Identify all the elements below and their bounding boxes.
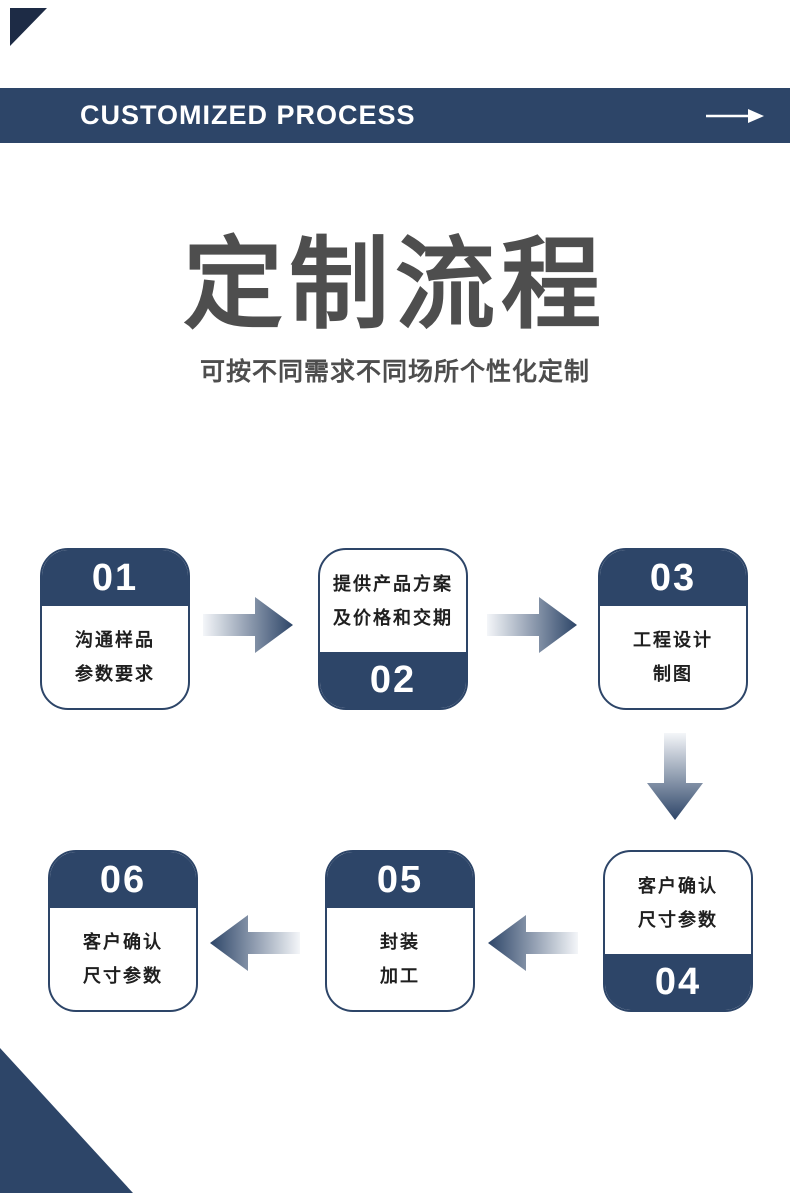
header-title: CUSTOMIZED PROCESS bbox=[80, 100, 416, 130]
arrow-left-icon bbox=[488, 915, 578, 971]
step-description: 提供产品方案 及价格和交期 bbox=[320, 550, 466, 652]
step-line: 提供产品方案 bbox=[333, 574, 453, 594]
step-number: 02 bbox=[320, 652, 466, 708]
step-line: 加工 bbox=[380, 966, 420, 986]
step-number: 05 bbox=[327, 852, 473, 908]
step-description: 沟通样品 参数要求 bbox=[42, 606, 188, 708]
arrow-down-icon bbox=[647, 733, 703, 820]
step-number: 03 bbox=[600, 550, 746, 606]
step-description: 客户确认 尺寸参数 bbox=[50, 908, 196, 1010]
step-number: 06 bbox=[50, 852, 196, 908]
step-box-06: 06 客户确认 尺寸参数 bbox=[48, 850, 198, 1012]
step-box-02: 提供产品方案 及价格和交期 02 bbox=[318, 548, 468, 710]
page-title: 定制流程 bbox=[183, 229, 607, 341]
step-line: 尺寸参数 bbox=[83, 966, 163, 986]
step-line: 工程设计 bbox=[633, 630, 713, 650]
arrow-right-icon bbox=[203, 597, 293, 653]
step-line: 客户确认 bbox=[83, 932, 163, 952]
step-line: 制图 bbox=[653, 664, 693, 684]
step-line: 封装 bbox=[380, 932, 420, 952]
step-box-04: 客户确认 尺寸参数 04 bbox=[603, 850, 753, 1012]
page-subtitle: 可按不同需求不同场所个性化定制 bbox=[199, 358, 590, 386]
step-description: 封装 加工 bbox=[327, 908, 473, 1010]
step-number: 04 bbox=[605, 954, 751, 1010]
step-line: 沟通样品 bbox=[75, 630, 155, 650]
step-box-05: 05 封装 加工 bbox=[325, 850, 475, 1012]
step-number: 01 bbox=[42, 550, 188, 606]
step-box-01: 01 沟通样品 参数要求 bbox=[40, 548, 190, 710]
step-description: 工程设计 制图 bbox=[600, 606, 746, 708]
corner-triangle-bottom-left bbox=[0, 1048, 133, 1193]
step-line: 参数要求 bbox=[75, 664, 155, 684]
right-arrow-icon bbox=[706, 109, 764, 123]
step-box-03: 03 工程设计 制图 bbox=[598, 548, 748, 710]
step-description: 客户确认 尺寸参数 bbox=[605, 852, 751, 954]
arrow-left-icon bbox=[210, 915, 300, 971]
step-line: 尺寸参数 bbox=[638, 910, 718, 930]
step-line: 客户确认 bbox=[638, 876, 718, 896]
corner-triangle-top-left bbox=[10, 8, 47, 46]
header-bar: CUSTOMIZED PROCESS bbox=[0, 88, 790, 143]
arrow-right-icon bbox=[487, 597, 577, 653]
step-line: 及价格和交期 bbox=[333, 608, 453, 628]
